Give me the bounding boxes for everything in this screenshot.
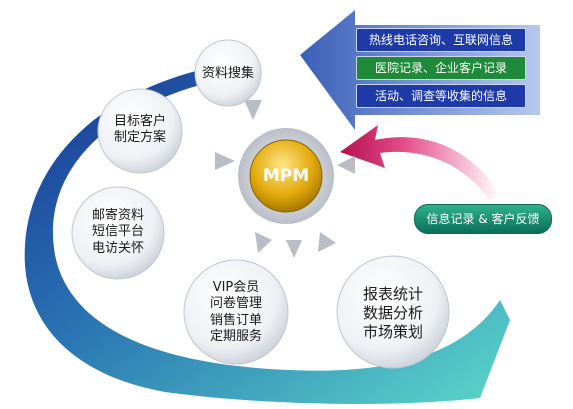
source-box-activities: 活动、调查等收集的信息	[356, 84, 526, 108]
stage-circle-target	[97, 88, 183, 174]
pointer-right	[337, 156, 355, 174]
pointer-bottom-left	[255, 232, 272, 253]
stage-line: 市场策划	[362, 322, 423, 341]
stage-circle-report	[336, 255, 450, 369]
source-box-hotline: 热线电话咨询、互联网信息	[356, 28, 526, 52]
stage-label-report: 报表统计 数据分析 市场策划	[348, 285, 438, 341]
stage-line: 数据分析	[362, 303, 423, 322]
pointer-bottom-mid	[286, 240, 302, 258]
feedback-arrow	[340, 125, 500, 200]
pointer-left	[215, 152, 235, 170]
stage-circle-collect	[194, 39, 262, 107]
stage-circle-contact	[71, 186, 165, 280]
stage-label-contact: 邮寄资料 短信平台 电访关怀	[78, 208, 158, 257]
stage-label-collect: 资料搜集	[196, 66, 260, 82]
stage-line: 问卷管理	[209, 296, 262, 312]
stage-line: 制定方案	[113, 130, 166, 146]
stage-line: 定期服务	[209, 328, 262, 344]
stage-line: 电访关怀	[91, 240, 144, 256]
spiral-band	[24, 70, 510, 404]
center-pointers	[215, 100, 355, 258]
stage-circle-vip	[183, 259, 289, 365]
source-box-records: 医院记录、企业客户记录	[356, 56, 526, 80]
pointer-top	[244, 100, 262, 120]
stage-line: 销售订单	[209, 312, 262, 328]
stage-line: 短信平台	[91, 224, 144, 240]
mpm-core	[249, 139, 323, 213]
stage-label-vip: VIP会员 问卷管理 销售订单 定期服务	[196, 280, 276, 345]
stage-label-target: 目标客户 制定方案	[100, 114, 180, 147]
pointer-bottom-right	[318, 232, 336, 252]
stage-line: VIP会员	[212, 280, 260, 295]
mpm-label: MPM	[262, 166, 310, 186]
stage-line: 报表统计	[362, 285, 423, 303]
feedback-pill: 信息记录 & 客户反馈	[414, 204, 552, 234]
stage-line: 目标客户	[113, 114, 166, 129]
stage-line: 资料搜集	[201, 66, 254, 81]
stage-line: 邮寄资料	[91, 208, 144, 223]
